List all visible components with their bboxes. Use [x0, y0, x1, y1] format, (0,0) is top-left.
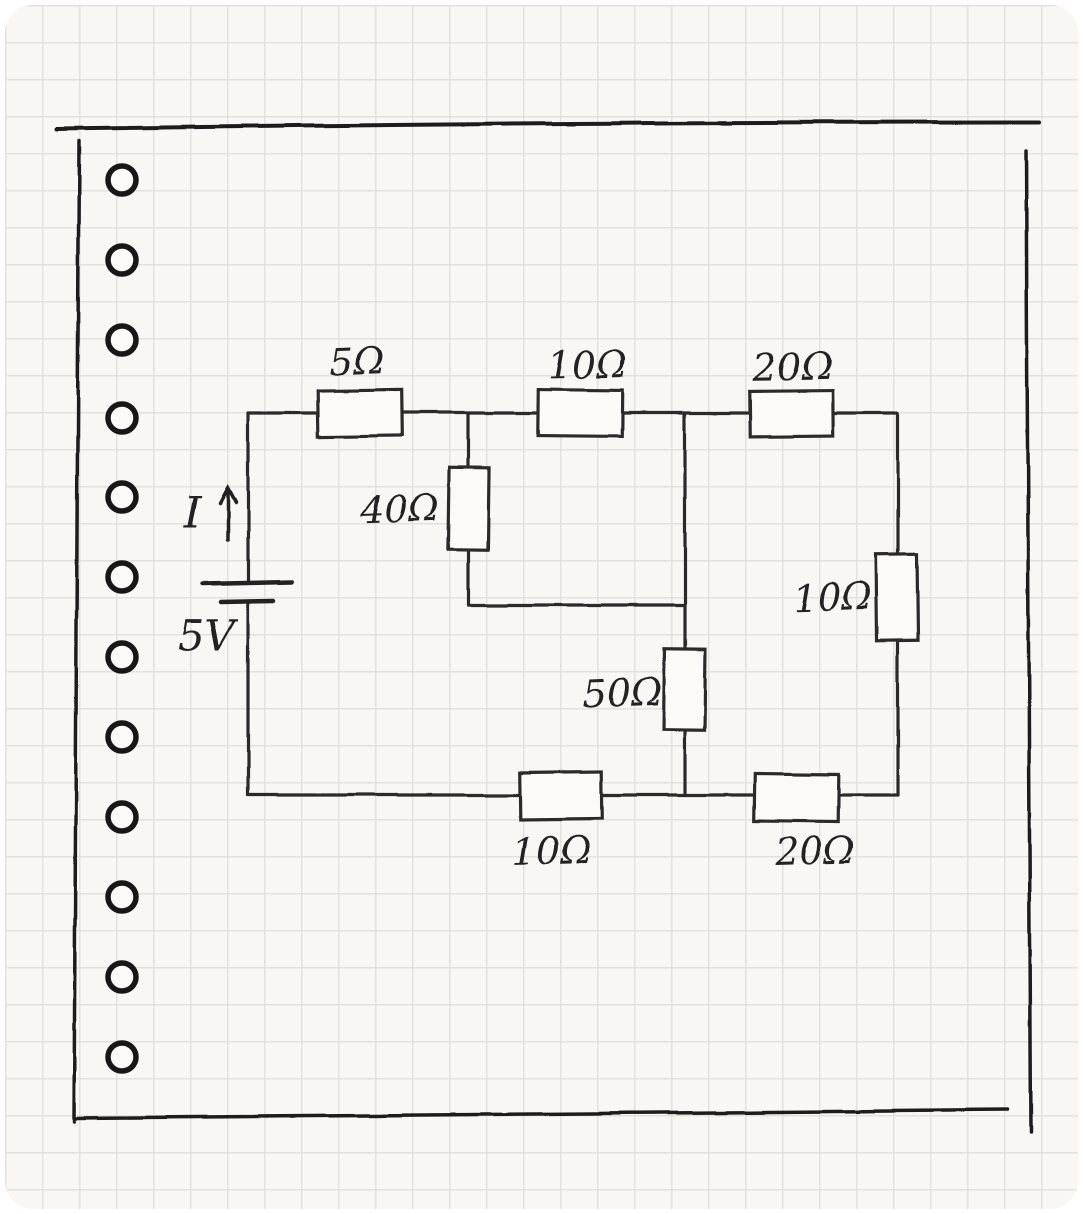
frame-right-line: [1024, 149, 1033, 1135]
battery-short-plate: [218, 598, 276, 605]
resistor-top-left: [316, 387, 404, 439]
resistor-top-right: [748, 388, 835, 439]
punch-hole: [105, 640, 139, 674]
punch-holes: [105, 163, 139, 1074]
frame-bottom-line: [73, 1108, 1010, 1120]
punch-hole: [105, 720, 139, 754]
current-label: I: [183, 488, 203, 539]
resistor-right-vertical: [874, 553, 921, 642]
current-arrow-icon: [218, 484, 238, 542]
punch-hole: [105, 243, 139, 277]
resistor-label-top-middle: 10Ω: [547, 342, 628, 388]
punch-hole: [105, 800, 139, 834]
resistor-center-vertical: [661, 648, 708, 732]
punch-hole: [105, 1040, 139, 1074]
battery-symbol: [200, 579, 294, 605]
battery-voltage-label: 5V: [177, 611, 238, 660]
circuit: 5Ω 10Ω 20Ω 40Ω 10Ω 50Ω 10Ω 20Ω I 5V: [177, 338, 921, 874]
page-frame: [55, 120, 1041, 1135]
punch-hole: [105, 401, 139, 435]
resistor-branch-vertical: [446, 465, 491, 552]
resistor-label-bottom-right: 20Ω: [773, 828, 855, 874]
resistor-boxes: [316, 387, 921, 824]
arrow-head: [218, 484, 238, 505]
resistor-top-middle: [536, 387, 624, 439]
labels: 5Ω 10Ω 20Ω 40Ω 10Ω 50Ω 10Ω 20Ω I 5V: [177, 338, 873, 874]
resistor-label-branch-vertical: 40Ω: [358, 486, 440, 533]
resistor-bottom-right: [753, 771, 840, 824]
battery-long-plate: [200, 579, 294, 587]
punch-hole: [105, 163, 139, 197]
resistor-label-right-vertical: 10Ω: [792, 574, 873, 621]
resistor-label-bottom-left: 10Ω: [511, 828, 592, 874]
resistor-label-top-left: 5Ω: [328, 338, 385, 384]
frame-top-line: [55, 120, 1041, 131]
punch-hole: [105, 560, 139, 594]
frame-left-line: [72, 139, 81, 1123]
resistor-label-top-right: 20Ω: [751, 344, 833, 389]
wires: [246, 411, 900, 797]
punch-hole: [105, 880, 139, 914]
resistor-bottom-left: [518, 769, 604, 822]
resistor-label-center-vertical: 50Ω: [582, 670, 663, 717]
punch-hole: [105, 323, 139, 357]
punch-hole: [105, 960, 139, 994]
punch-hole: [105, 480, 139, 514]
